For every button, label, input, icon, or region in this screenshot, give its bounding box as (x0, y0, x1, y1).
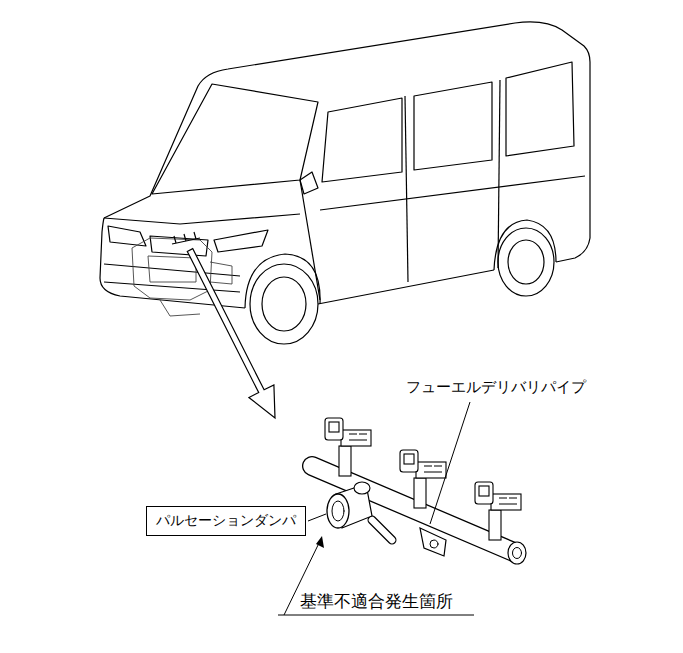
fuel-pipe-drawing (312, 466, 526, 564)
car-drawing (100, 22, 590, 344)
leader-line (278, 402, 474, 615)
part-label: フューエルデリバリパイプ (404, 378, 588, 397)
part-name: パルセーションダンパ (156, 512, 296, 530)
part-mark (172, 232, 200, 244)
leader-arrowhead (316, 536, 324, 548)
defect-location-label: 基準不適合発生箇所 (298, 590, 455, 613)
injector-drawing (325, 418, 521, 540)
pointer-arrow (187, 249, 275, 418)
label-box: パルセーションダンパ (146, 506, 306, 536)
